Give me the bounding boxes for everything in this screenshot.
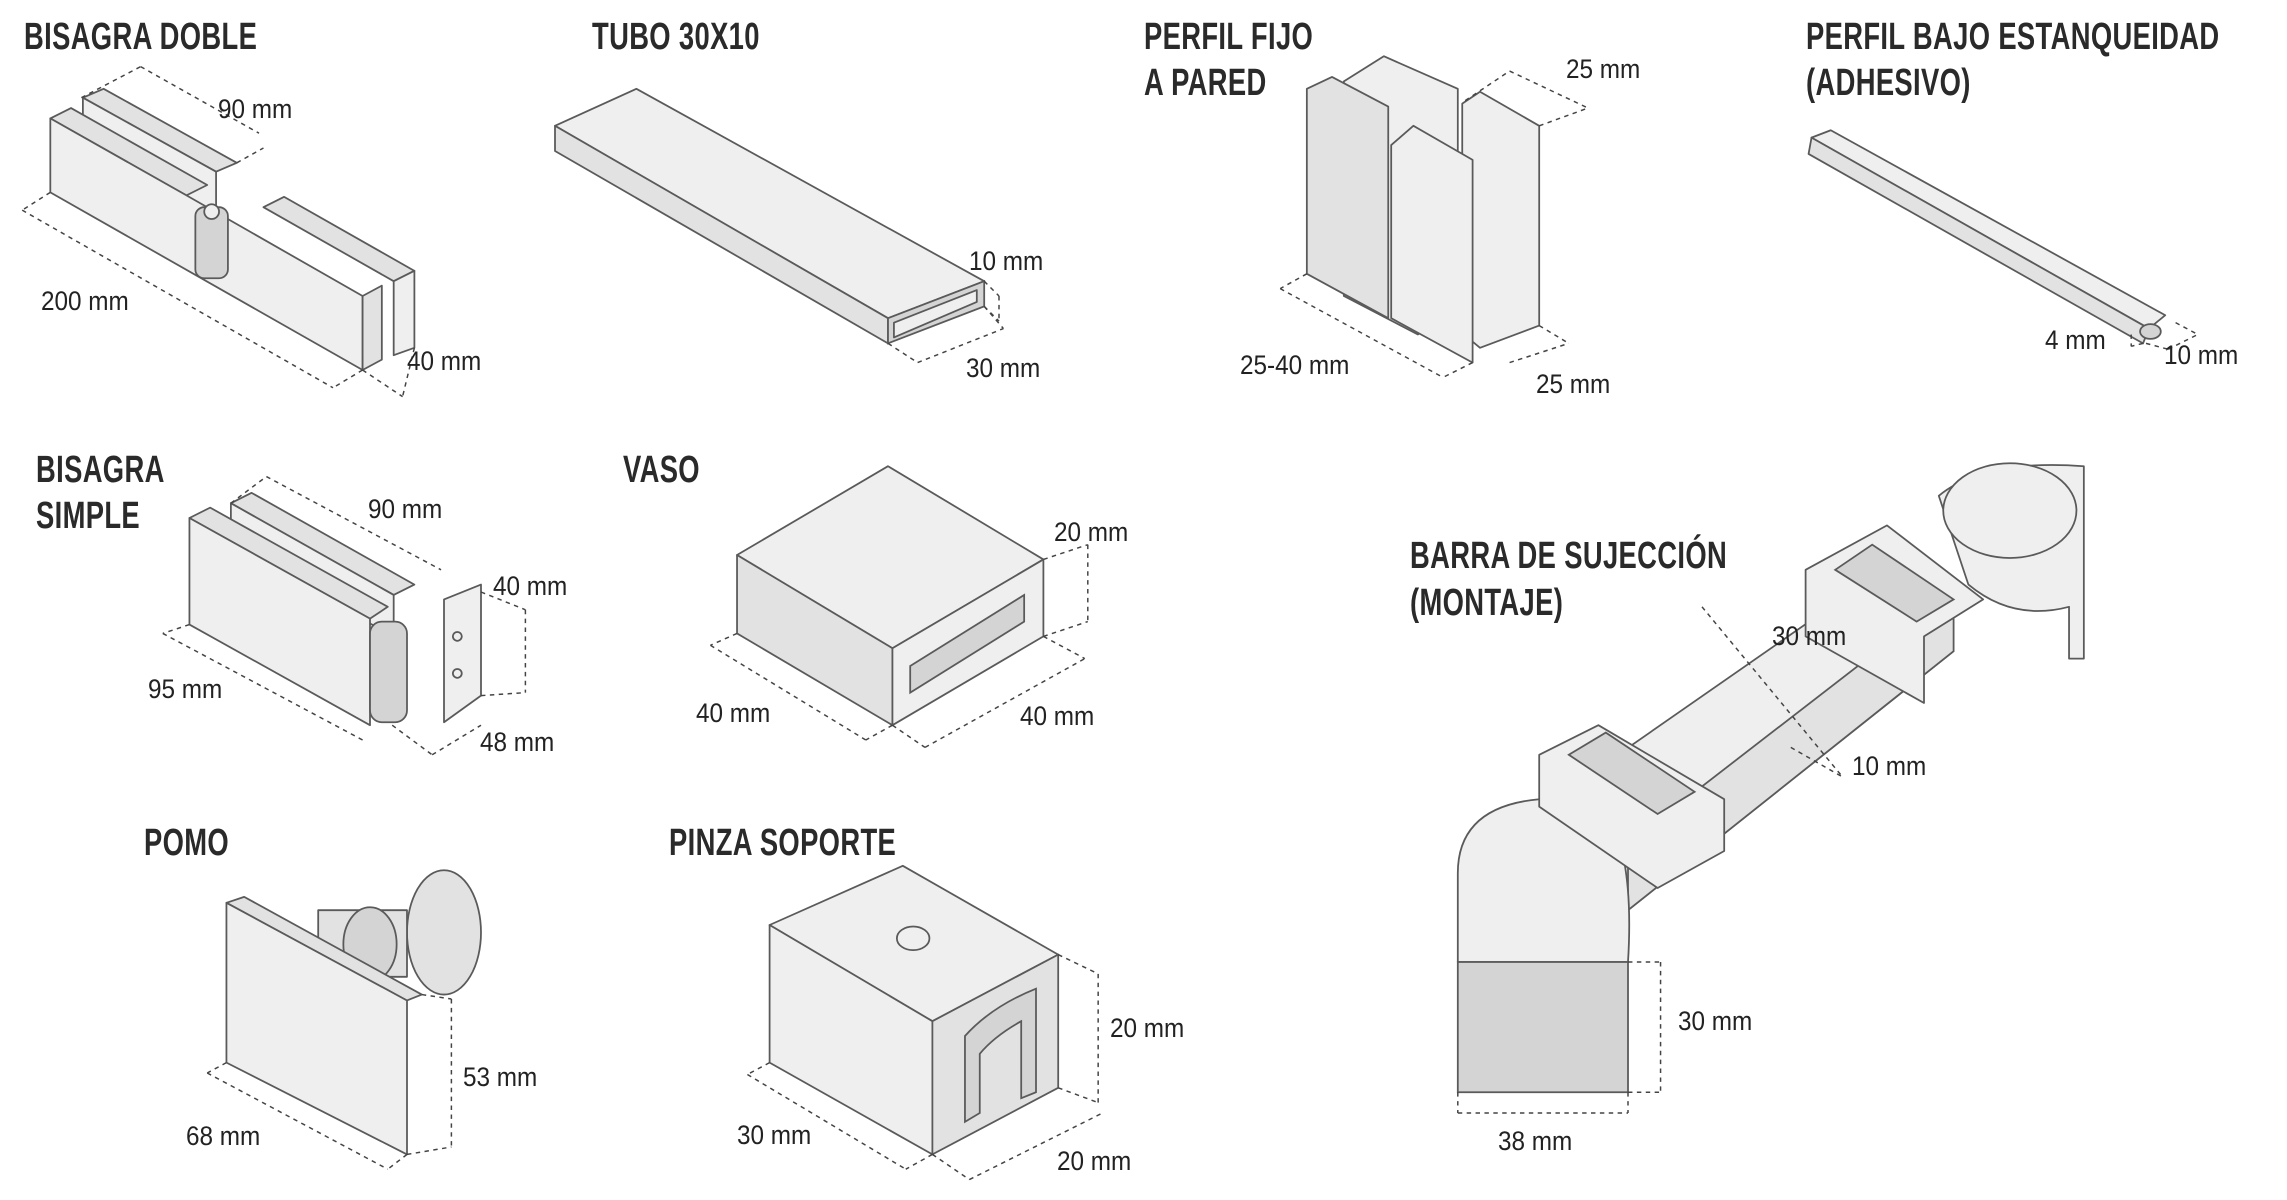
tubo-drawing: [554, 87, 1004, 364]
perfil-fijo-drawing: [1279, 55, 1589, 379]
vaso-drawing: [710, 465, 1089, 749]
dim-label: 4 mm: [2045, 325, 2106, 355]
dim-label: 95 mm: [148, 674, 223, 704]
bisagra-doble-drawing: [21, 65, 416, 398]
title-barra-1: BARRA DE SUJECCIÓN: [1410, 535, 1728, 577]
title-bisagra-simple-2: SIMPLE: [36, 495, 141, 537]
perfil-adhesivo-drawing: [1807, 129, 2199, 350]
dim-label: 38 mm: [1498, 1126, 1573, 1156]
title-perfil-adhesivo-2: (ADHESIVO): [1806, 62, 1971, 104]
title-bisagra-simple-1: BISAGRA: [36, 449, 165, 491]
dim-label: 30 mm: [1678, 1006, 1753, 1036]
title-pinza-soporte: PINZA SOPORTE: [669, 822, 897, 864]
dim-label: 53 mm: [463, 1062, 538, 1092]
title-bisagra-doble: BISAGRA DOBLE: [24, 16, 258, 58]
dim-label: 48 mm: [480, 727, 555, 757]
title-perfil-fijo-2: A PARED: [1144, 62, 1267, 104]
dim-label: 20 mm: [1110, 1013, 1185, 1043]
dim-label: 68 mm: [186, 1121, 261, 1151]
pomo-drawing: [206, 869, 482, 1170]
title-perfil-adhesivo-1: PERFIL BAJO ESTANQUEIDAD: [1806, 16, 2220, 58]
dim-label: 25 mm: [1536, 369, 1611, 399]
dim-label: 10 mm: [969, 246, 1044, 276]
dim-label: 40 mm: [696, 698, 771, 728]
dim-label: 40 mm: [493, 571, 568, 601]
dim-label: 200 mm: [41, 286, 129, 316]
title-perfil-fijo-1: PERFIL FIJO: [1144, 16, 1314, 58]
bisagra-simple-drawing: [162, 475, 527, 756]
title-barra-2: (MONTAJE): [1410, 582, 1564, 624]
title-vaso: VASO: [623, 449, 700, 491]
dim-label: 90 mm: [218, 94, 293, 124]
dim-label: 40 mm: [1020, 701, 1095, 731]
dim-label: 20 mm: [1054, 517, 1129, 547]
title-pomo: POMO: [144, 822, 230, 864]
dim-label: 30 mm: [737, 1120, 812, 1150]
barra-sujeccion-drawing: [1456, 462, 2085, 1114]
pinza-soporte-drawing: [747, 864, 1103, 1181]
dim-label: 10 mm: [1852, 751, 1927, 781]
dim-label: 10 mm: [2164, 340, 2239, 370]
dim-label: 20 mm: [1057, 1146, 1132, 1176]
dim-label: 30 mm: [966, 353, 1041, 383]
title-tubo: TUBO 30X10: [592, 16, 760, 58]
dim-label: 30 mm: [1772, 621, 1847, 651]
dim-label: 40 mm: [407, 346, 482, 376]
dim-label: 90 mm: [368, 494, 443, 524]
dim-label: 25-40 mm: [1240, 350, 1350, 380]
dim-label: 25 mm: [1566, 54, 1641, 84]
